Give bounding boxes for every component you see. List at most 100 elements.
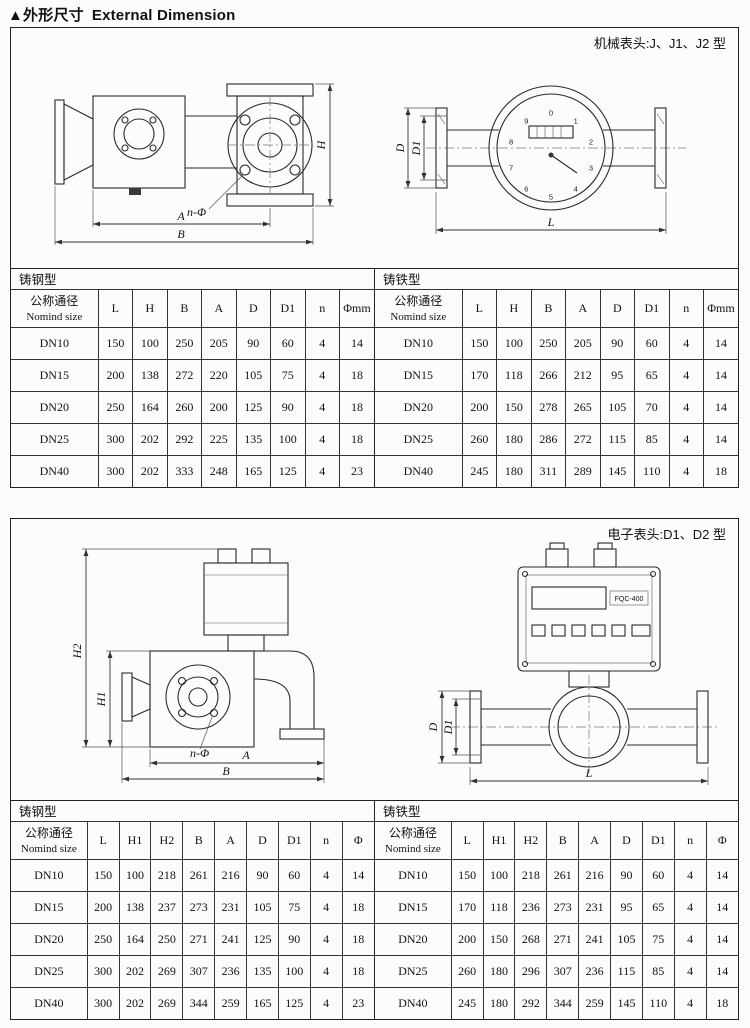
dim-cell: 90 (235, 326, 272, 360)
dim-cell: 18 (339, 358, 374, 392)
dim-cell: 200 (97, 358, 134, 392)
dim-cell: 95 (599, 358, 636, 392)
dial-number: 6 (524, 185, 528, 194)
dim-cell: 118 (482, 890, 516, 924)
dim-cell: 150 (496, 390, 532, 425)
dim-cell: 180 (482, 955, 516, 989)
column-header: L (86, 820, 120, 860)
dim-cell: 4 (673, 955, 707, 989)
dim-cell: 218 (514, 858, 548, 892)
size-cell: DN20 (375, 922, 452, 957)
dim-cell: 138 (132, 358, 168, 392)
dim-cell: 278 (530, 390, 567, 425)
dim-cell: 241 (578, 922, 612, 957)
size-cell: DN25 (11, 423, 99, 457)
dim-cell: 4 (668, 326, 705, 360)
dim-cell: 269 (150, 987, 184, 1019)
dim-cell: 14 (705, 922, 738, 957)
dim-cell: 138 (118, 890, 152, 924)
dim-cell: 212 (565, 358, 601, 392)
size-cell: DN15 (11, 358, 99, 392)
column-header: A (578, 820, 612, 860)
dim-cell: 115 (610, 955, 643, 989)
register-window (528, 125, 574, 139)
dim-cell: 14 (705, 890, 738, 924)
dim-A-label: A (176, 209, 185, 223)
dim-cell: 4 (673, 858, 707, 892)
dim-cell: 18 (705, 987, 738, 1019)
size-cell: DN15 (375, 358, 463, 392)
size-cell: DN40 (11, 987, 88, 1019)
size-cell: DN40 (375, 455, 463, 487)
dim-cell: 150 (450, 858, 484, 892)
dim-cell: 60 (277, 858, 311, 892)
column-header: H (132, 288, 168, 328)
button (631, 624, 651, 637)
dim-cell: 292 (166, 423, 203, 457)
dim-cell: 14 (705, 858, 738, 892)
button (611, 624, 626, 637)
dim-cell: 18 (341, 955, 374, 989)
dim-cell: 266 (530, 358, 567, 392)
dim-cell: 4 (309, 890, 343, 924)
dim-cell: 237 (150, 890, 184, 924)
dim-cell: 245 (461, 455, 498, 487)
dial-needle (550, 154, 578, 174)
dim-cell: 4 (668, 358, 705, 392)
size-cell: DN15 (375, 890, 452, 924)
column-header: n (304, 288, 341, 328)
dim-cell: 260 (461, 423, 498, 457)
dim-cell: 70 (634, 390, 670, 425)
size-cell: DN25 (11, 955, 88, 989)
dim-cell: 145 (610, 987, 643, 1019)
dial-number: 3 (589, 164, 593, 173)
dim-cell: 75 (270, 358, 306, 392)
dial-number: 2 (589, 138, 593, 147)
column-header: D1 (270, 288, 306, 328)
bolt-spec-label: n-Φ (187, 205, 206, 219)
dim-H-label: H (314, 139, 328, 150)
column-header: B (166, 288, 203, 328)
mechanical-section: 机械表头:J、J1、J2 型 (10, 27, 739, 488)
drain-plug (129, 188, 141, 195)
dim-cell: 259 (214, 987, 248, 1019)
size-cell: DN40 (11, 455, 99, 487)
dim-cell: 75 (277, 890, 311, 924)
column-header: B (530, 288, 567, 328)
dim-cell: 4 (304, 390, 341, 425)
column-header: D1 (641, 820, 675, 860)
dim-cell: 18 (341, 890, 374, 924)
dim-H2-label: H2 (70, 644, 84, 660)
device-model-label: FQC-400 (615, 596, 644, 603)
size-cell: DN40 (375, 987, 452, 1019)
dim-cell: 90 (610, 858, 643, 892)
electronic-section: 电子表头:D1、D2 型 (10, 518, 739, 1020)
dial-number: 9 (524, 117, 528, 126)
dim-L-label: L (585, 766, 593, 780)
dim-cell: 23 (341, 987, 374, 1019)
dim-cell: 272 (166, 358, 203, 392)
dim-cell: 118 (496, 358, 532, 392)
dim-cell: 292 (514, 987, 548, 1019)
dim-cell: 105 (246, 890, 279, 924)
dim-cell: 4 (304, 358, 341, 392)
dim-cell: 333 (166, 455, 203, 487)
dim-cell: 164 (132, 390, 168, 425)
table-type-label: 铸钢型 (11, 801, 374, 822)
dim-cell: 200 (450, 922, 484, 957)
column-header: Φ (341, 820, 374, 860)
dim-cell: 18 (341, 922, 374, 957)
size-cell: DN10 (375, 326, 463, 360)
dim-cell: 273 (546, 890, 580, 924)
table-type-label: 铸钢型 (11, 269, 374, 290)
dim-H1-label: H1 (94, 692, 108, 708)
